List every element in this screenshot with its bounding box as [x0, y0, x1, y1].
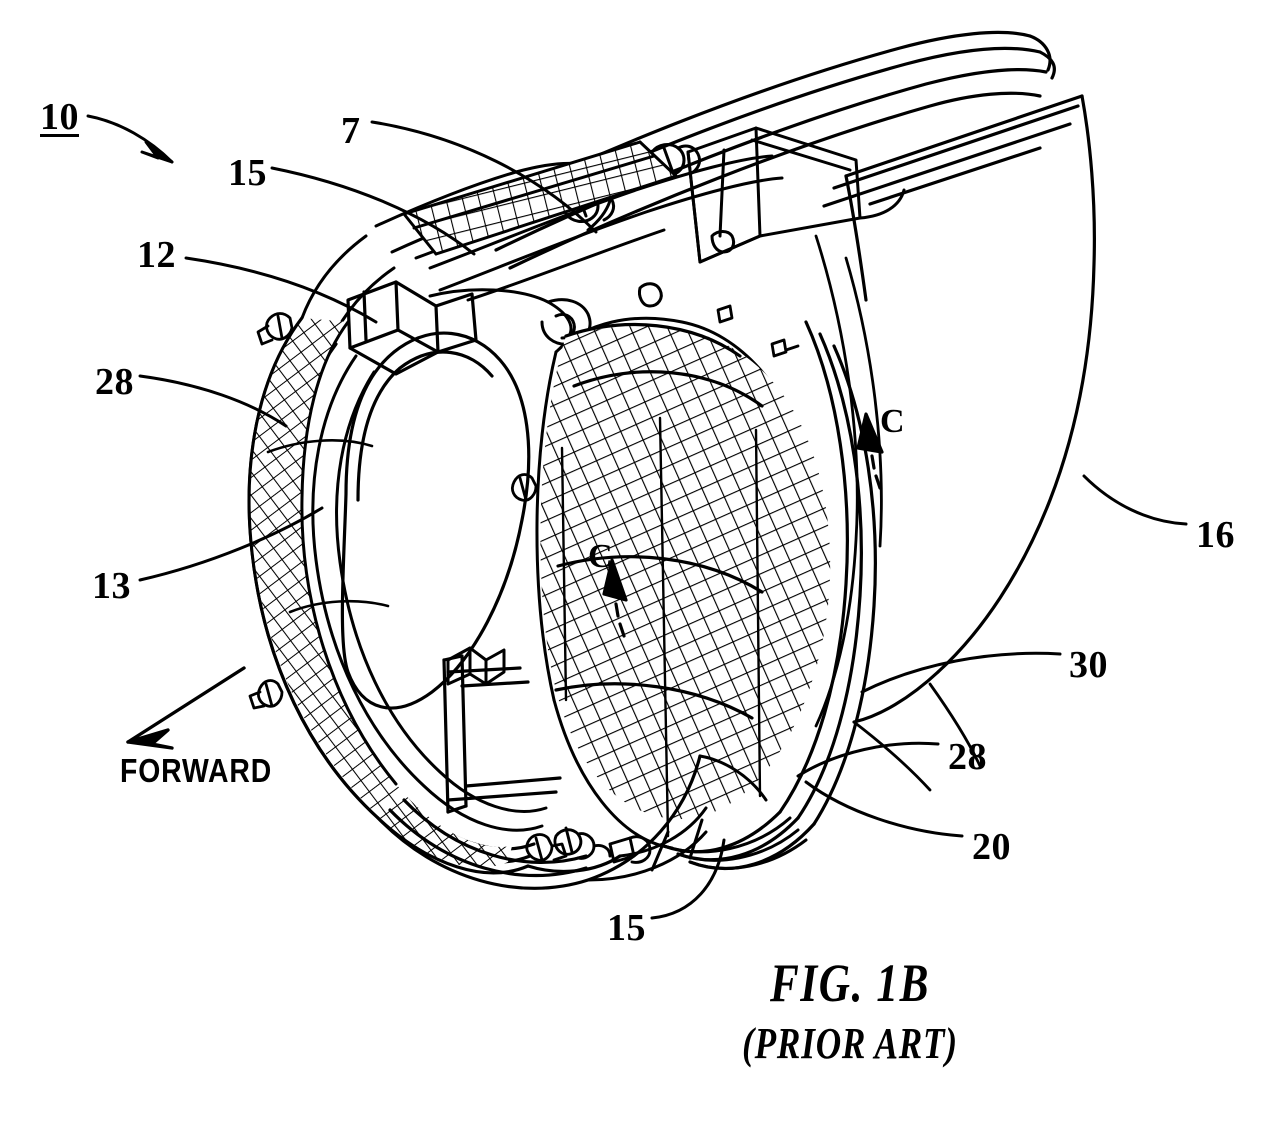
- inner-barrel-aperture: [340, 331, 531, 710]
- fan-cowl-door-16: [822, 94, 1096, 724]
- section-line-c-c: [602, 412, 884, 638]
- sleeve-panel-ribs: [554, 323, 764, 838]
- forward-ring-frame-inner: [311, 354, 548, 832]
- leader-lines: [86, 114, 1188, 920]
- reference-numeral-12: 12: [137, 234, 176, 276]
- forward-ring-mesh-edges: [247, 316, 398, 820]
- reference-numeral-28-left: 28: [95, 361, 134, 403]
- sleeve-lower-edges: [662, 816, 808, 870]
- reference-numeral-30: 30: [1069, 644, 1108, 686]
- figure-caption-main: FIG. 1B: [769, 953, 931, 1013]
- sleeve-fittings: [716, 304, 800, 358]
- upper-acoustic-panel-mesh: [404, 142, 676, 254]
- reference-numeral-13: 13: [92, 565, 131, 607]
- reference-numeral-7: 7: [341, 110, 361, 152]
- reference-numeral-15-lower: 15: [607, 907, 646, 949]
- aperture-latch-fitting: [446, 646, 506, 686]
- section-marker-c-upper: C: [880, 403, 905, 440]
- ring-bolt-bosses: [248, 312, 568, 862]
- forward-ring-mount-block: [346, 280, 478, 376]
- lower-keel-fairing: [586, 754, 768, 882]
- inner-radial-brace: [442, 654, 562, 814]
- reference-numeral-10: 10: [40, 96, 79, 138]
- figure-caption-prior-art: (PRIOR ART): [742, 1019, 958, 1068]
- forward-direction-label: FORWARD: [120, 752, 273, 789]
- reference-numeral-28-right: 28: [948, 736, 987, 778]
- fan-cowl-inner-lines: [814, 234, 982, 792]
- upper-acoustic-panel-outline: [402, 140, 678, 256]
- reference-numeral-15-upper: 15: [228, 152, 267, 194]
- sleeve-acoustic-mesh-panel: [540, 325, 831, 820]
- section-marker-c-lower: C: [588, 538, 613, 575]
- reference-numeral-16: 16: [1196, 514, 1235, 556]
- reference-numeral-20: 20: [972, 826, 1011, 868]
- forward-arrow: [126, 666, 246, 750]
